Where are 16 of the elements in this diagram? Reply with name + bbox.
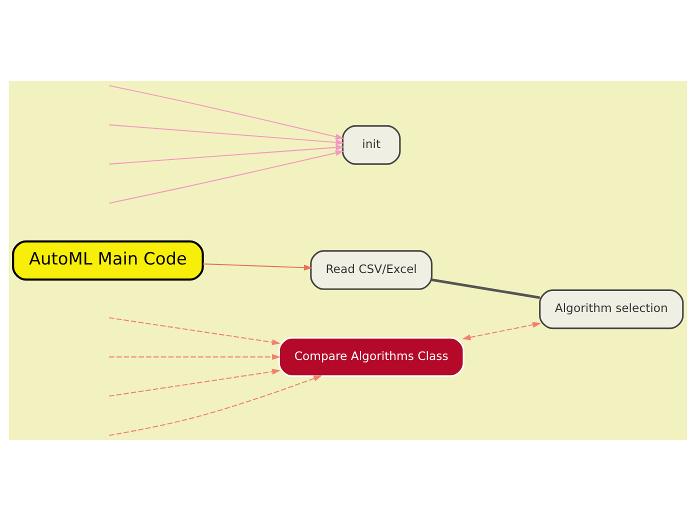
arrow bbox=[108, 316, 281, 345]
arrow bbox=[109, 138, 344, 164]
node-box: init bbox=[342, 124, 401, 164]
arrow bbox=[109, 353, 281, 360]
arrow bbox=[109, 375, 322, 436]
node-box: AutoML Main Code bbox=[12, 240, 204, 280]
arrow bbox=[108, 368, 281, 396]
arrow bbox=[109, 84, 344, 145]
arrow bbox=[109, 144, 344, 204]
arrow bbox=[202, 262, 312, 270]
connector bbox=[432, 278, 540, 298]
arrow bbox=[109, 124, 344, 150]
node-box: Algorithm selection bbox=[539, 288, 684, 329]
arrow bbox=[462, 321, 542, 340]
node-box: Read CSV/Excel bbox=[310, 250, 433, 290]
node-box: Compare Algorithms Class bbox=[278, 336, 464, 376]
